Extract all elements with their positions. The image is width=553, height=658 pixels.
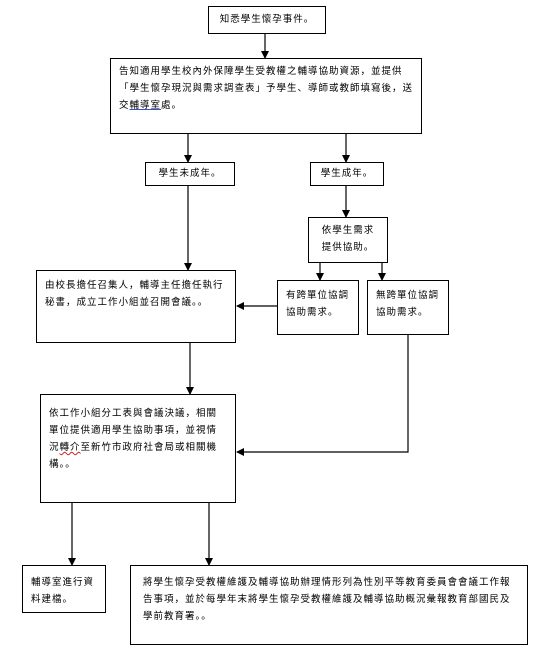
node-minor: 學生未成年。 <box>145 162 235 186</box>
node-notify: 告知適用學生校內外保障學生受教權之輔導協助資源，並提供「學生懷孕現況與需求調查表… <box>110 58 422 134</box>
node-needs: 依學生需求提供協助。 <box>308 217 388 263</box>
node-committee: 由校長擔任召集人，輔導主任擔任執行秘書，成立工作小組並召開會議。。 <box>36 270 236 343</box>
node-adult: 學生成年。 <box>310 162 384 186</box>
arrow-cross-no-to-action <box>236 334 409 456</box>
node-cross-no: 無跨單位協調協助需求。 <box>367 280 449 335</box>
action-text-underlined: 轉介 <box>59 442 81 453</box>
node-archive: 輔導室進行資料建檔。 <box>22 565 106 613</box>
node-start: 知悉學生懷孕事件。 <box>208 6 326 34</box>
action-text-a: 依工作小組分工表與會議決議，相關單位提供適用學生協助事項，並視情況 <box>49 408 218 453</box>
node-report: 將學生懷孕受教權維護及輔導協助辦理情形列為性別平等教育委員會會議工作報告事項，並… <box>130 565 528 645</box>
notify-text-b: 處。 <box>161 100 183 111</box>
node-action: 依工作小組分工表與會議決議，相關單位提供適用學生協助事項，並視情況轉介至新竹市政… <box>40 394 236 503</box>
notify-text-underlined: 輔導室 <box>129 100 162 111</box>
notify-text-a: 告知適用學生校內外保障學生受教權之輔導協助資源，並提供「學生懷孕現況與需求調查表… <box>119 66 414 111</box>
action-text-b: 至新竹市政府社會局或相關機構。。 <box>49 442 218 470</box>
node-cross-yes: 有跨單位協調協助需求。 <box>277 280 359 335</box>
